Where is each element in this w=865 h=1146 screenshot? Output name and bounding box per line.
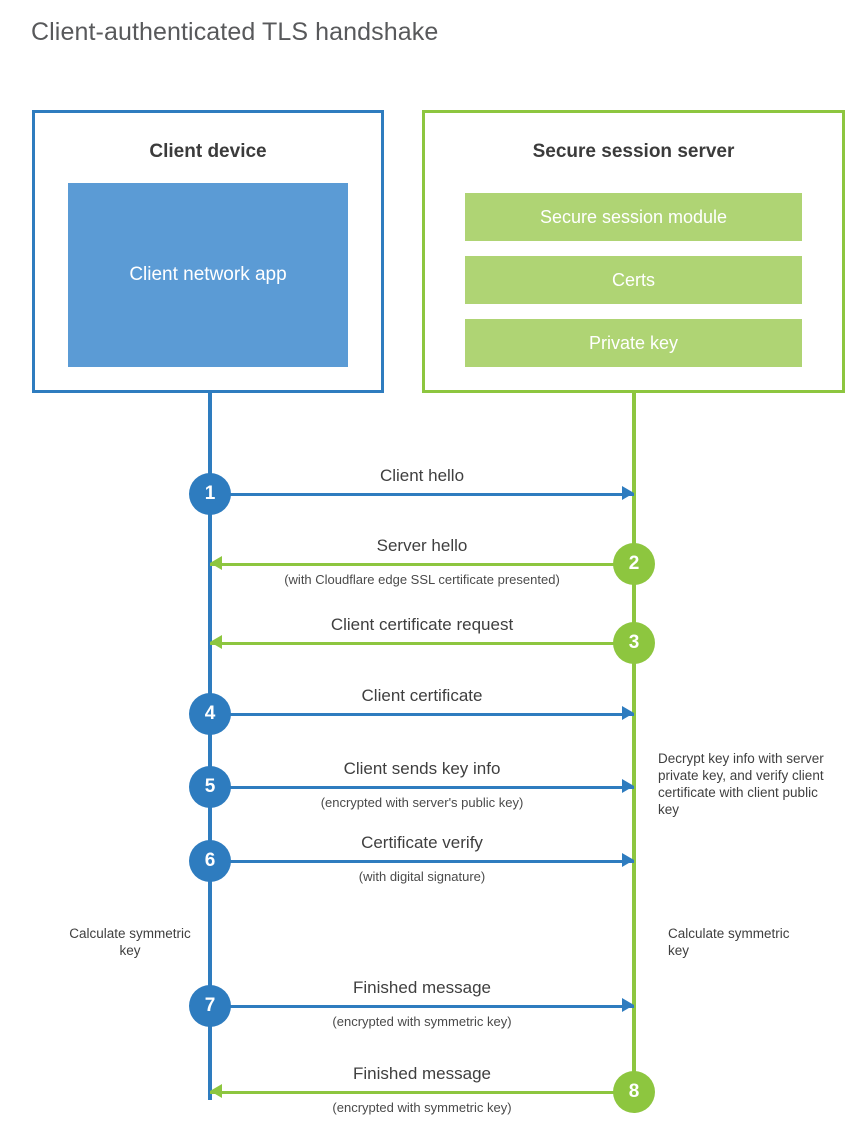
message-sublabel-8: (encrypted with symmetric key) bbox=[332, 1100, 512, 1115]
message-sublabel-6: (with digital signature) bbox=[358, 869, 486, 884]
step-circle-1[interactable]: 1 bbox=[189, 473, 231, 515]
message-arrow-line-8 bbox=[210, 1091, 634, 1094]
message-sublabel-7: (encrypted with symmetric key) bbox=[332, 1014, 512, 1029]
message-arrow-line-4 bbox=[210, 713, 634, 716]
server-component-secure-session-module: Secure session module bbox=[465, 193, 802, 241]
message-arrowhead-6 bbox=[622, 853, 634, 867]
message-sublabel-5: (encrypted with server's public key) bbox=[320, 795, 524, 810]
client-calculate-symmetric-key-note: Calculate symmetric key bbox=[69, 926, 191, 958]
message-arrowhead-7 bbox=[622, 998, 634, 1012]
server-component-private-key: Private key bbox=[465, 319, 802, 367]
message-arrow-line-6 bbox=[210, 860, 634, 863]
step-circle-3[interactable]: 3 bbox=[613, 622, 655, 664]
message-arrowhead-8 bbox=[210, 1084, 222, 1098]
client-lifeline bbox=[208, 390, 212, 1100]
server-component-certs: Certs bbox=[465, 256, 802, 304]
message-label-1: Client hello bbox=[379, 466, 465, 485]
message-arrowhead-3 bbox=[210, 635, 222, 649]
step-circle-8[interactable]: 8 bbox=[613, 1071, 655, 1113]
message-arrowhead-4 bbox=[622, 706, 634, 720]
message-arrow-line-3 bbox=[210, 642, 634, 645]
client-device-box: Client device Client network app bbox=[32, 110, 384, 393]
step-circle-6[interactable]: 6 bbox=[189, 840, 231, 882]
message-label-3: Client certificate request bbox=[330, 615, 514, 634]
message-label-5: Client sends key info bbox=[343, 759, 501, 778]
server-decrypt-note: Decrypt key info with server private key… bbox=[658, 751, 824, 817]
message-arrow-line-7 bbox=[210, 1005, 634, 1008]
secure-session-server-box: Secure session server Secure session mod… bbox=[422, 110, 845, 393]
page-title: Client-authenticated TLS handshake bbox=[31, 18, 439, 46]
message-arrow-line-2 bbox=[210, 563, 634, 566]
step-circle-4[interactable]: 4 bbox=[189, 693, 231, 735]
message-label-6: Certificate verify bbox=[361, 833, 483, 852]
message-arrow-line-5 bbox=[210, 786, 634, 789]
server-calculate-symmetric-key-note: Calculate symmetric key bbox=[668, 926, 790, 958]
step-circle-7[interactable]: 7 bbox=[189, 985, 231, 1027]
message-label-7: Finished message bbox=[353, 978, 491, 997]
message-arrowhead-1 bbox=[622, 486, 634, 500]
message-arrowhead-2 bbox=[210, 556, 222, 570]
server-lifeline bbox=[632, 390, 636, 1100]
client-network-app-block: Client network app bbox=[68, 183, 348, 367]
client-device-title: Client device bbox=[149, 141, 267, 162]
step-circle-2[interactable]: 2 bbox=[613, 543, 655, 585]
message-sublabel-2: (with Cloudflare edge SSL certificate pr… bbox=[284, 572, 560, 587]
message-label-4: Client certificate bbox=[361, 686, 483, 705]
message-label-2: Server hello bbox=[376, 536, 468, 555]
message-label-8: Finished message bbox=[353, 1064, 491, 1083]
message-arrowhead-5 bbox=[622, 779, 634, 793]
secure-session-server-title: Secure session server bbox=[532, 141, 735, 162]
step-circle-5[interactable]: 5 bbox=[189, 766, 231, 808]
message-arrow-line-1 bbox=[210, 493, 634, 496]
